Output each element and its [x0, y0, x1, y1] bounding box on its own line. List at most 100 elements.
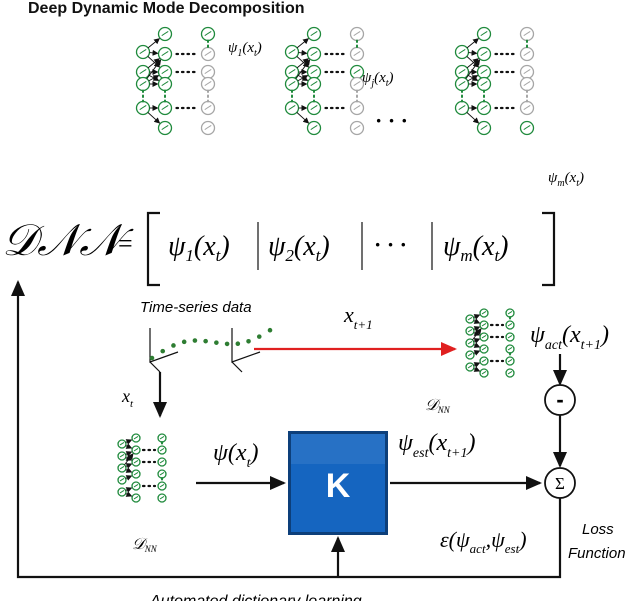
neural-network: [135, 26, 216, 136]
node-activation-icon: [288, 48, 296, 55]
node-activation-icon: [204, 124, 212, 131]
node-activation-icon: [458, 48, 466, 55]
network-edge: [125, 451, 133, 457]
network-edge: [472, 328, 482, 341]
node-activation-icon: [467, 352, 473, 357]
node-activation-icon: [139, 80, 147, 87]
matrix-entry-psi1: ψ1(xt): [168, 231, 230, 265]
network-edge: [473, 314, 481, 320]
node-activation-icon: [353, 124, 361, 131]
network-edge: [296, 38, 309, 49]
network-edge: [125, 475, 133, 481]
node-activation-icon: [353, 50, 361, 57]
node-activation-icon: [204, 80, 212, 87]
label-x-t1: xt+1: [343, 302, 373, 332]
node-activation-icon: [458, 68, 466, 75]
node-activation-icon: [159, 447, 165, 452]
network-edge: [473, 342, 481, 348]
timeseries-point: [214, 340, 219, 345]
node-activation-icon: [481, 322, 487, 327]
network-edge: [125, 443, 133, 449]
node-activation-icon: [288, 80, 296, 87]
node-activation-icon: [119, 465, 125, 470]
node-activation-icon: [353, 30, 361, 37]
network-edge: [125, 467, 133, 473]
network-edge: [466, 56, 480, 68]
loss-formula: ε(ψact,ψest): [440, 527, 527, 556]
timeseries-point: [181, 339, 187, 345]
node-activation-icon: [310, 50, 318, 57]
node-activation-icon: [507, 310, 513, 315]
between-networks-ellipsis: · · ·: [375, 108, 408, 133]
network-edge: [473, 350, 481, 356]
node-activation-icon: [481, 310, 487, 315]
network-edge: [147, 56, 161, 68]
node-activation-icon: [204, 68, 212, 75]
node-activation-icon: [159, 435, 165, 440]
dnn-symbol: 𝒟𝒩𝒩: [2, 216, 134, 265]
node-activation-icon: [288, 68, 296, 75]
diagram-title: Deep Dynamic Mode Decomposition: [28, 0, 305, 17]
node-activation-icon: [161, 68, 169, 75]
node-activation-icon: [481, 334, 487, 339]
node-activation-icon: [310, 30, 318, 37]
dnn-small-label-top: 𝒟NN: [425, 397, 451, 415]
plot-axis-depth: [149, 361, 161, 373]
node-activation-icon: [133, 459, 139, 464]
network-edge: [296, 56, 310, 68]
node-activation-icon: [507, 346, 513, 351]
node-activation-icon: [139, 48, 147, 55]
matrix-entry-ellipsis: · · ·: [374, 232, 407, 257]
node-activation-icon: [288, 104, 296, 111]
node-activation-icon: [310, 124, 318, 131]
node-activation-icon: [523, 124, 531, 131]
network-edge: [473, 362, 481, 368]
label-psi-act: ψact(xt+1): [530, 322, 609, 353]
network-edge: [473, 326, 481, 332]
network-edge: [147, 58, 160, 69]
equals-sign: =: [118, 229, 133, 258]
loss-label-line1: Loss: [582, 521, 614, 538]
node-activation-icon: [480, 104, 488, 111]
k-operator-label: K: [326, 467, 351, 505]
node-activation-icon: [458, 80, 466, 87]
psim-label: ψm(xt): [548, 170, 584, 189]
node-activation-icon: [523, 68, 531, 75]
network-edge: [296, 58, 309, 69]
minus-sign: -: [556, 387, 563, 412]
small-neural-network: [465, 308, 515, 378]
matrix-entry-psim: ψm(xt): [443, 231, 509, 265]
network-edge: [125, 491, 133, 497]
right-bracket: [542, 211, 556, 287]
node-activation-icon: [481, 358, 487, 363]
node-activation-icon: [467, 328, 473, 333]
node-activation-icon: [353, 104, 361, 111]
network-edge: [467, 75, 479, 82]
node-activation-icon: [139, 68, 147, 75]
node-activation-icon: [353, 68, 361, 75]
node-activation-icon: [161, 50, 169, 57]
node-activation-icon: [119, 453, 125, 458]
timeseries-point: [224, 341, 230, 347]
timeseries-point: [160, 348, 166, 354]
node-activation-icon: [133, 495, 139, 500]
timeseries-point: [256, 334, 262, 339]
timeseries-point: [203, 338, 208, 344]
network-group: [117, 26, 535, 503]
network-edge: [468, 49, 478, 56]
node-activation-icon: [507, 358, 513, 363]
network-edge: [465, 59, 481, 80]
matrix-entry-psi2: ψ2(xt): [268, 231, 330, 265]
network-edge: [466, 38, 479, 49]
network-edge: [125, 487, 133, 493]
node-activation-icon: [133, 483, 139, 488]
bottom-caption: Automated dictionary learning: [149, 593, 362, 601]
timeseries-point: [246, 339, 251, 344]
label-x-t: xt: [121, 386, 134, 410]
loss-label-line2: Function: [568, 545, 626, 562]
node-activation-icon: [467, 340, 473, 345]
network-edge: [125, 463, 133, 469]
node-activation-icon: [119, 441, 125, 446]
timeseries-point: [149, 355, 155, 361]
